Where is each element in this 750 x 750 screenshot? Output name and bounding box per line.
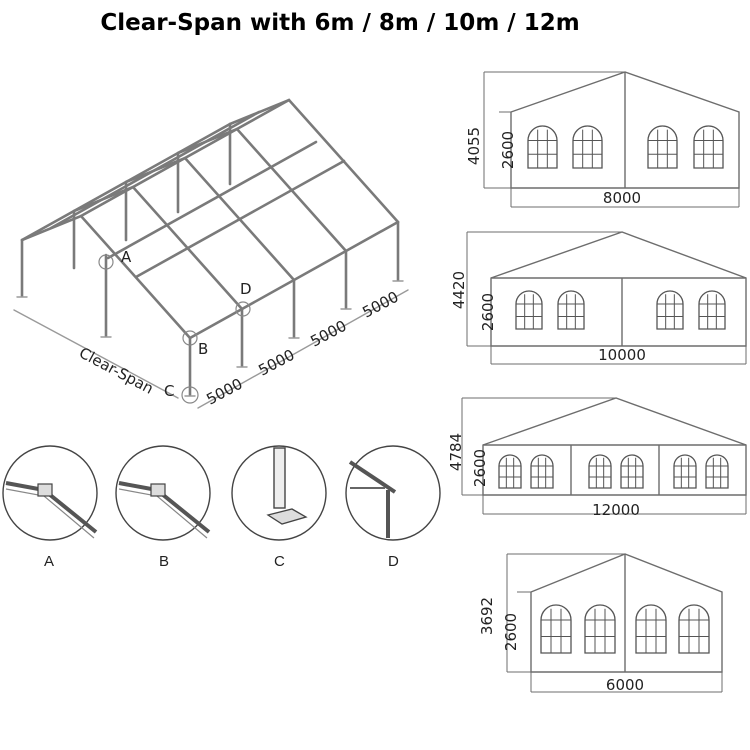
arched-window: [705, 454, 729, 489]
width-label: 10000: [598, 346, 646, 364]
arched-window: [656, 290, 684, 330]
bay-label: 5000: [307, 317, 349, 351]
detail-label-c: C: [274, 553, 285, 570]
ridge-height-label: 3692: [478, 597, 496, 635]
width-label: 6000: [606, 676, 644, 694]
arched-window: [698, 290, 726, 330]
detail-marker-c: [181, 386, 199, 404]
bay-label: 5000: [255, 346, 297, 380]
side-height-label: 2600: [499, 131, 517, 169]
arched-window: [678, 604, 710, 654]
bay-label: 5000: [359, 288, 401, 322]
arched-window: [557, 290, 585, 330]
arched-window: [588, 454, 612, 489]
elevation-6000: [506, 553, 723, 693]
elevation-8000: [483, 71, 740, 208]
arched-window: [540, 604, 572, 654]
arched-window: [498, 454, 522, 489]
detail-label-d: D: [388, 553, 399, 570]
arched-window: [515, 290, 543, 330]
side-height-label: 2600: [479, 293, 497, 331]
ridge-height-label: 4055: [465, 127, 483, 165]
side-height-label: 2600: [471, 449, 489, 487]
detail-marker-b: [182, 330, 198, 346]
point-label-d: D: [240, 280, 252, 298]
detail-marker-a: [98, 254, 114, 270]
detail-a: [2, 445, 98, 541]
width-label: 12000: [592, 501, 640, 519]
arched-window: [527, 125, 558, 169]
detail-d: [345, 445, 441, 541]
detail-marker-d: [235, 301, 251, 317]
page-title: Clear-Span with 6m / 8m / 10m / 12m: [100, 10, 580, 36]
elevation-12000: [461, 397, 747, 515]
arched-window: [572, 125, 603, 169]
ridge-height-label: 4420: [450, 271, 468, 309]
ridge-height-label: 4784: [447, 433, 465, 471]
arched-window: [530, 454, 554, 489]
window-group: [498, 125, 729, 654]
detail-c: [231, 445, 327, 541]
span-label: Clear-Span: [76, 344, 156, 398]
tent-frame-perspective: [13, 98, 409, 409]
width-label: 8000: [603, 189, 641, 207]
detail-label-b: B: [159, 553, 169, 570]
point-label-b: B: [198, 340, 208, 358]
bay-label: 5000: [203, 375, 245, 409]
point-label-c: C: [164, 382, 174, 400]
arched-window: [673, 454, 697, 489]
point-label-a: A: [121, 248, 132, 266]
side-height-label: 2600: [502, 613, 520, 651]
detail-b: [115, 445, 211, 541]
arched-window: [693, 125, 724, 169]
arched-window: [635, 604, 667, 654]
detail-label-a: A: [44, 553, 54, 570]
arched-window: [620, 454, 644, 489]
arched-window: [584, 604, 616, 654]
arched-window: [647, 125, 678, 169]
elevation-10000: [466, 231, 747, 365]
